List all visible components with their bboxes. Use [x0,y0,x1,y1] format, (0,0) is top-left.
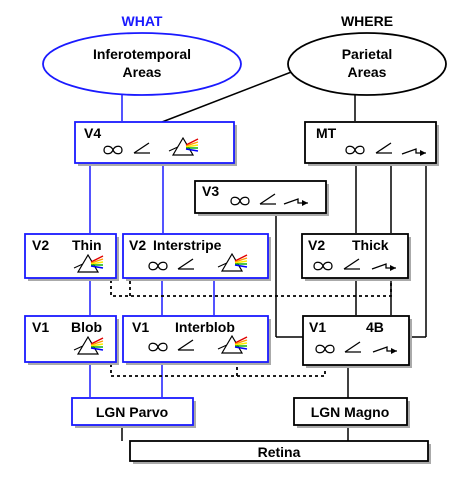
retina-label: Retina [258,444,301,460]
v4-label: V4 [84,125,101,141]
v2-interstripe-sub: Interstripe [153,237,222,253]
lgn-parvo-box: LGN Parvo [71,397,196,428]
v1-4b-box: V1 4B [302,315,412,368]
mt-label: MT [316,125,337,141]
v2-interstripe-box: V2 Interstripe [122,233,271,281]
v4-box: V4 [74,121,237,166]
where-header: WHERE [341,13,393,29]
cross-connection-dotted-lines [110,280,392,377]
v2-interstripe-name: V2 [129,237,146,253]
mt-box: MT [304,121,439,166]
v1-4b-sub: 4B [366,319,384,335]
inferotemporal-label-line1: Inferotemporal [93,46,191,62]
v1-interblob-sub: Interblob [175,319,235,335]
v1-blob-name: V1 [32,319,49,335]
v1-4b-name: V1 [309,319,326,335]
retina-box: Retina [129,440,431,464]
parietal-areas: Parietal Areas [287,32,447,96]
v1-interblob-box: V1 Interblob [122,315,271,365]
v3-box: V3 [194,180,329,216]
v2-thick-name: V2 [308,237,325,253]
v2-thin-name: V2 [32,237,49,253]
lgn-parvo-label: LGN Parvo [96,404,168,420]
what-header: WHAT [122,13,163,29]
v2-thin-sub: Thin [72,237,102,253]
v2-thick-box: V2 Thick [301,233,411,281]
what-pathway-lines [89,95,215,397]
v2-thick-sub: Thick [352,237,389,253]
v2-thin-box: V2 Thin [24,233,119,281]
v3-label: V3 [202,183,219,199]
inferotemporal-label-line2: Areas [123,64,162,80]
parietal-label-line1: Parietal [342,46,393,62]
v1-blob-box: V1 Blob [24,315,119,365]
inferotemporal-areas: Inferotemporal Areas [42,32,242,96]
parietal-label-line2: Areas [348,64,387,80]
lgn-magno-label: LGN Magno [311,404,390,420]
lgn-magno-box: LGN Magno [293,397,410,428]
v1-blob-sub: Blob [71,319,102,335]
v1-interblob-name: V1 [132,319,149,335]
